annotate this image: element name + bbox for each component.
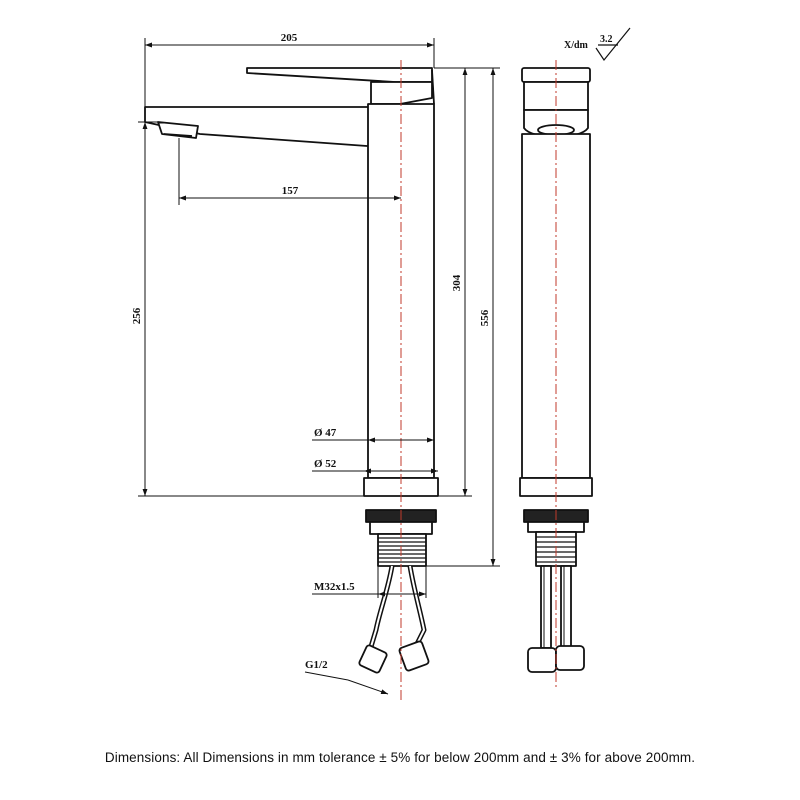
surface-finish-value: 3.2 (600, 34, 613, 45)
surface-finish-symbol (595, 27, 631, 62)
surface-finish-text: X/dm (564, 40, 589, 51)
lever-handle (246, 67, 433, 83)
dim-spout-reach: 157 (282, 185, 299, 197)
end-fitting-left (527, 647, 557, 673)
dim-total-height: 556 (479, 309, 491, 326)
dim-overall-width: 205 (281, 32, 298, 44)
end-hose-right (560, 565, 572, 649)
dim-hose-thread: G1/2 (305, 659, 328, 671)
front-elevation (144, 67, 439, 674)
hose-fitting-left (358, 644, 388, 674)
dim-upper-diameter: Ø 47 (314, 427, 337, 439)
dimensions-caption: Dimensions: All Dimensions in mm toleran… (104, 750, 696, 765)
dim-mount-thread: M32x1.5 (314, 581, 355, 593)
dim-spout-height: 256 (131, 307, 143, 324)
dim-body-height: 304 (451, 274, 463, 291)
end-hose-left (540, 565, 552, 649)
end-fitting-right (555, 645, 585, 671)
hose-fitting-right (398, 640, 430, 672)
dim-base-diameter: Ø 52 (314, 458, 337, 470)
dimension-lines (138, 38, 500, 695)
